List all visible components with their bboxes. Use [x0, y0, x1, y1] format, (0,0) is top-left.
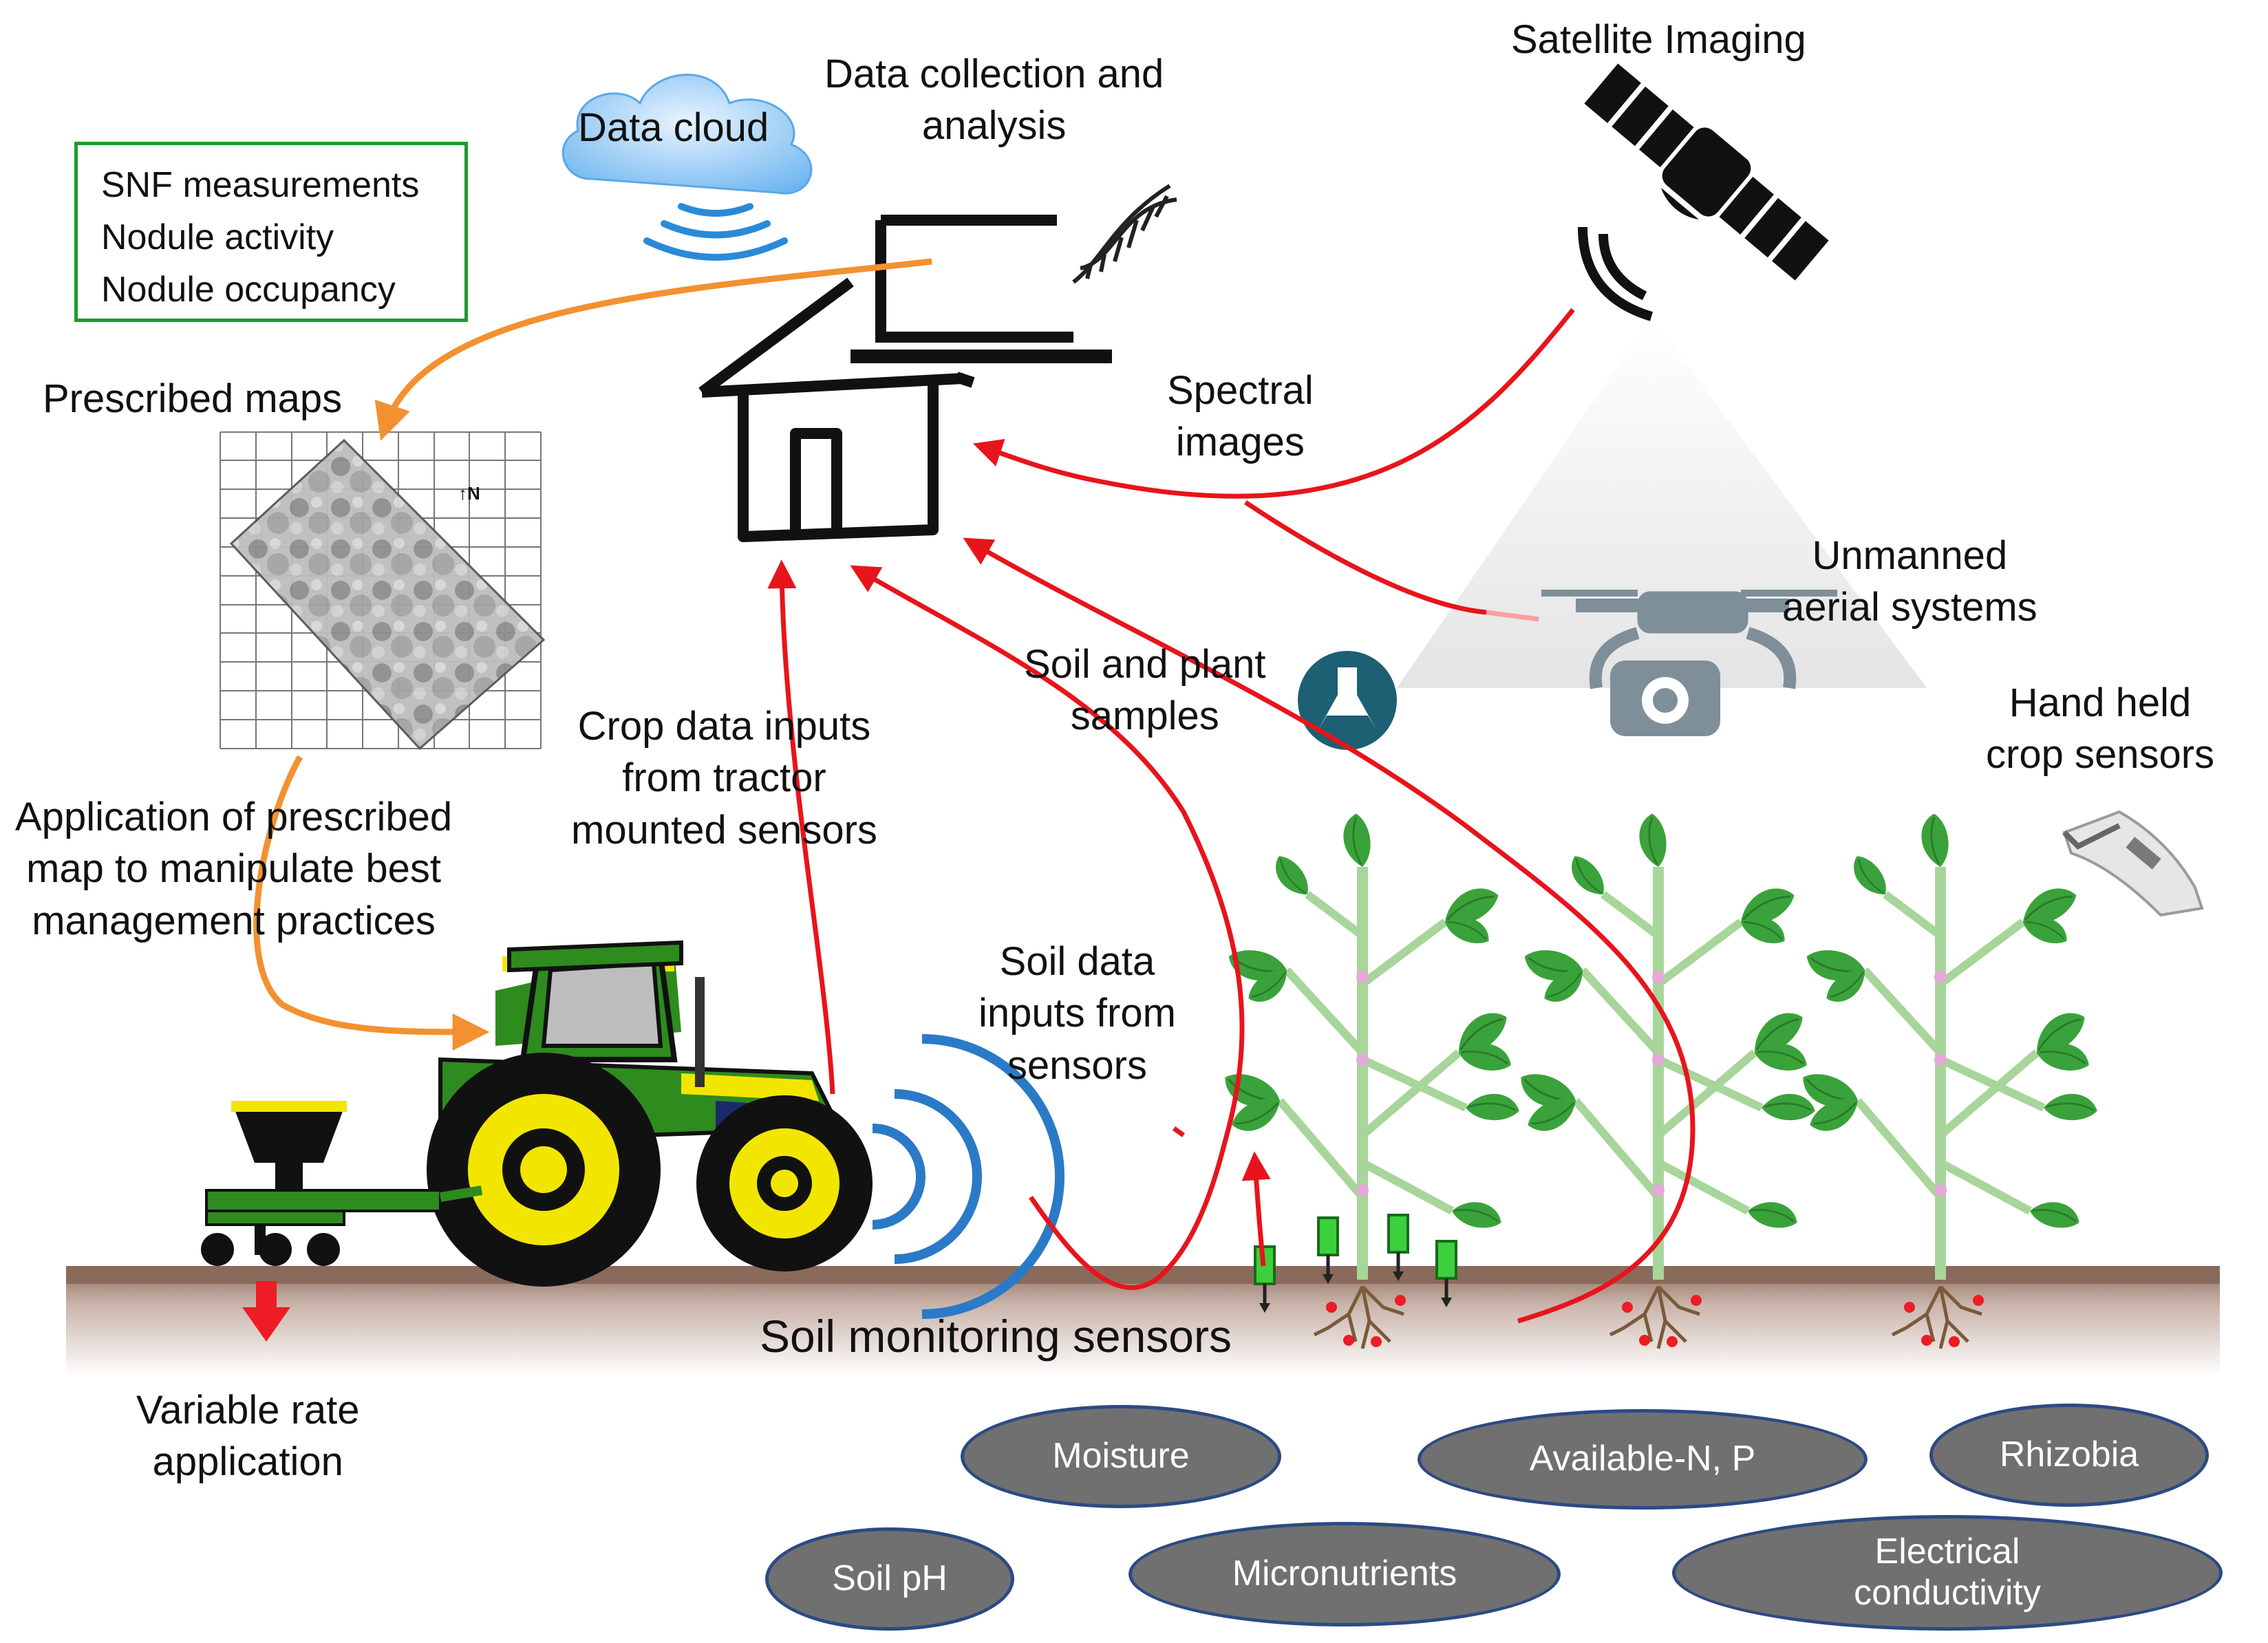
oval-moisture: Moisture: [961, 1405, 1281, 1508]
soil-monitoring-label: Soil monitoring sensors: [760, 1311, 1232, 1362]
hand-held-sensors-label: Hand held crop sensors: [1986, 680, 2215, 777]
spreader-icon: [201, 1101, 483, 1266]
wireless-signal-icon: [872, 1034, 1065, 1319]
handheld-sensor-icon: [2062, 810, 2204, 917]
map-north-label: ↑N: [458, 483, 480, 504]
soil-plant-samples-label: Soil and plant samples: [1024, 642, 1266, 739]
cloud-icon: [561, 74, 813, 195]
application-label: Application of prescribed map to manipul…: [15, 795, 453, 943]
satellite-imaging-label: Satellite Imaging: [1511, 17, 1806, 62]
snf-item: SNF measurements: [101, 165, 420, 205]
oval-available-np: Available-N, P: [1418, 1409, 1868, 1510]
laptop-icon: [850, 215, 1112, 363]
data-cloud-label: Data cloud: [578, 105, 769, 150]
crop-data-label: Crop data inputs from tractor mounted se…: [571, 704, 877, 852]
flask-icon: [1298, 651, 1397, 750]
oval-electrical-conductivity: Electrical conductivity: [1672, 1515, 2223, 1631]
data-flow-arrows: [767, 308, 1695, 1324]
dna-icon: [1072, 184, 1177, 284]
satellite-icon: [1578, 63, 1829, 321]
spectral-images-label: Spectral images: [1167, 368, 1314, 465]
variable-rate-label: Variable rate application: [136, 1388, 360, 1485]
soil-data-label: Soil data inputs from sensors: [978, 939, 1176, 1088]
unmanned-aerial-label: Unmanned aerial systems: [1782, 533, 2037, 630]
prescribed-maps-label: Prescribed maps: [43, 376, 343, 421]
house-icon: [698, 277, 975, 542]
snf-measurement-box: SNF measurements Nodule activity Nodule …: [74, 142, 468, 322]
data-collection-label: Data collection and analysis: [824, 52, 1164, 149]
tractor-icon: [427, 940, 873, 1287]
map-grid-icon: [220, 431, 546, 751]
oval-rhizobia: Rhizobia: [1929, 1404, 2209, 1507]
plant-icon: [1218, 814, 2099, 1280]
oval-micronutrients: Micronutrients: [1128, 1522, 1561, 1626]
drone-icon: [1541, 590, 1837, 689]
camera-icon: [1610, 661, 1720, 736]
variable-rate-arrow: [242, 1281, 290, 1342]
snf-item: Nodule occupancy: [101, 270, 396, 310]
map-flow-arrows: [253, 258, 932, 1051]
oval-soil-ph: Soil pH: [765, 1527, 1014, 1631]
snf-item: Nodule activity: [101, 217, 334, 257]
wireless-signal-icon: [643, 203, 788, 261]
